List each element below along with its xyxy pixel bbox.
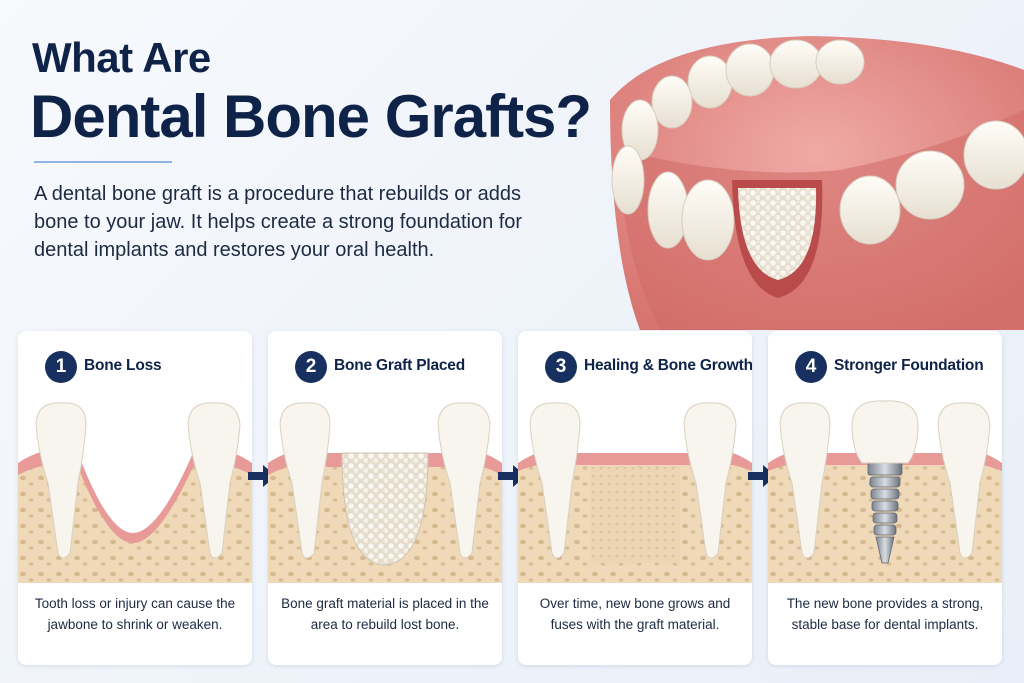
- step-title: Healing & Bone Growth: [584, 357, 752, 374]
- step-card-healing: 3 Healing & Bone Growth Over time, new b…: [518, 331, 752, 665]
- step-title: Bone Loss: [84, 357, 162, 374]
- step-title: Bone Graft Placed: [334, 357, 465, 374]
- healing-illustration: [518, 402, 752, 583]
- step-title: Stronger Foundation: [834, 357, 984, 374]
- step-card-stronger-foundation: 4 Stronger Foundation: [768, 331, 1002, 665]
- step-description: The new bone provides a strong, stable b…: [786, 596, 984, 632]
- step-number-badge: 3: [545, 351, 577, 383]
- step-description: Bone graft material is placed in the are…: [281, 596, 489, 632]
- page-title-line1: What Are: [32, 34, 211, 81]
- step-description: Over time, new bone grows and fuses with…: [539, 596, 731, 632]
- page-title-line2: Dental Bone Grafts?: [30, 83, 592, 150]
- step-number-badge: 2: [295, 351, 327, 383]
- graft-placed-illustration: [268, 402, 502, 583]
- intro-text: A dental bone graft is a procedure that …: [34, 183, 523, 261]
- bone-loss-illustration: [18, 402, 252, 583]
- jaw-graft-illustration: [610, 36, 1024, 330]
- step-number-badge: 4: [795, 351, 827, 383]
- title-divider: [34, 161, 172, 163]
- step-card-graft-placed: 2 Bone Graft Placed Bone graft material …: [268, 331, 502, 665]
- step-number-badge: 1: [45, 351, 77, 383]
- step-card-bone-loss: 1 Bone Loss Tooth loss or injury can cau…: [18, 331, 252, 665]
- step-description: Tooth loss or injury can cause the jawbo…: [34, 596, 236, 632]
- implant-illustration: [768, 400, 1002, 583]
